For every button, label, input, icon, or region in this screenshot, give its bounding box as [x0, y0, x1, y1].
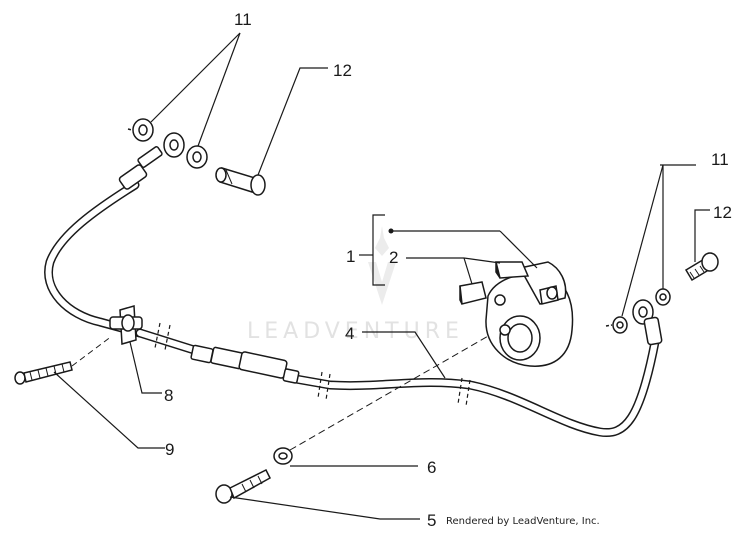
- banjo-fitting-right: [632, 299, 663, 346]
- washer-11-right-a: [605, 316, 628, 334]
- callout-1: 1: [346, 247, 355, 266]
- bolt-axis-line: [289, 334, 491, 451]
- callout-11-left: 11: [234, 10, 252, 29]
- washer-11-left-b: [186, 145, 208, 169]
- watermark-text: LEADVENTURE: [247, 319, 464, 344]
- caliper-washer: [273, 447, 293, 465]
- caliper-bolt: [215, 468, 271, 504]
- callout-12-right: 12: [713, 203, 732, 222]
- banjo-bolt-left: [215, 167, 266, 196]
- brake-pad-lower: [459, 281, 487, 305]
- callout-8: 8: [164, 386, 173, 405]
- washer-11-left-a: [127, 118, 154, 142]
- callout-4: 4: [345, 324, 354, 343]
- brake-hose: [44, 180, 660, 438]
- washer-11-right-b: [655, 288, 671, 306]
- callout-2: 2: [389, 248, 398, 267]
- callout-labels: 11 12 11 12 1 2 4 8 9 6 5: [164, 10, 732, 530]
- banjo-fitting-left: [118, 132, 185, 190]
- hose-joint: [190, 344, 300, 384]
- callout-11-right: 11: [711, 150, 729, 169]
- clamp-screw: [14, 335, 113, 385]
- brake-pad-upper: [495, 261, 530, 279]
- break-marks: [154, 322, 471, 407]
- render-credit: Rendered by LeadVenture, Inc.: [446, 516, 600, 527]
- callout-dot: [388, 228, 394, 234]
- callout-5: 5: [427, 511, 436, 530]
- banjo-bolt-right: [684, 252, 719, 282]
- callout-9: 9: [165, 440, 174, 459]
- leadventure-watermark: LEADVENTURE: [247, 226, 464, 344]
- leader-lines: [53, 32, 710, 520]
- brake-caliper: [485, 261, 574, 367]
- callout-12-left: 12: [333, 61, 352, 80]
- callout-6: 6: [427, 458, 436, 477]
- hose-clamp: [109, 305, 143, 345]
